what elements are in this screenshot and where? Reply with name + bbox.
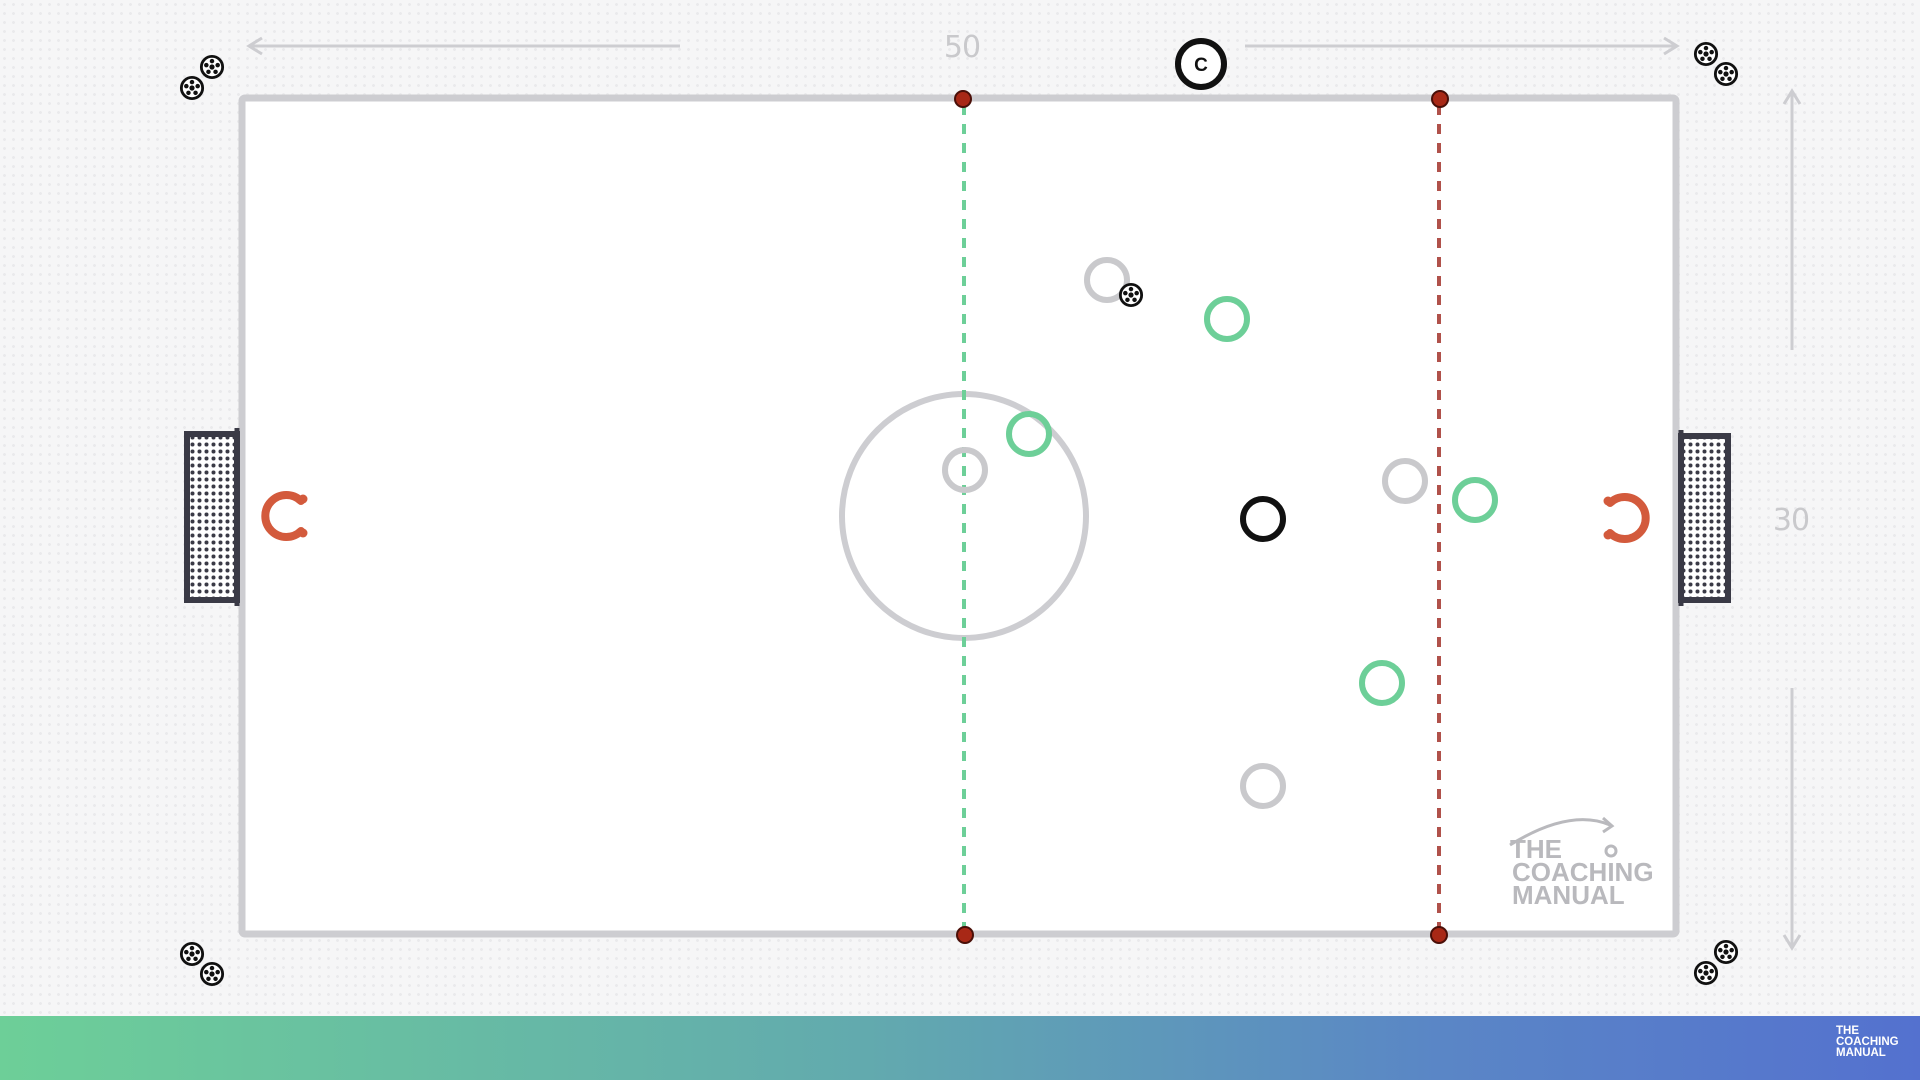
ball-icon <box>199 961 225 987</box>
goalkeeper-right <box>1603 493 1650 543</box>
coaching-manual-watermark: THE COACHING MANUAL <box>1509 816 1654 910</box>
ball-icon <box>179 75 205 101</box>
green-player <box>1006 411 1052 457</box>
right-goal-net-icon <box>1678 430 1731 606</box>
green-player <box>1204 296 1250 342</box>
cone-icon <box>954 90 972 108</box>
watermark-line2: COACHING <box>1512 857 1654 887</box>
grey-player <box>1382 458 1428 504</box>
grey-player <box>1084 257 1130 303</box>
ball-icon <box>1713 939 1739 965</box>
bar-logo-line2: COACHING <box>1836 1036 1899 1048</box>
width-dimension: 50 <box>246 30 1680 65</box>
corner-balls-bottom-left <box>179 941 225 987</box>
cones <box>954 90 1449 944</box>
grey-player <box>942 447 988 493</box>
neutral-player <box>1240 496 1286 542</box>
grey-team <box>942 257 1428 809</box>
green-player <box>1452 477 1498 523</box>
watermark-line1: THE <box>1510 834 1562 864</box>
ball-icon <box>1693 960 1719 986</box>
ball-icon <box>1118 282 1144 308</box>
corner-balls-top-right <box>1693 41 1739 87</box>
green-player <box>1359 660 1405 706</box>
cone-icon <box>956 926 974 944</box>
corner-balls-top-left <box>179 54 225 101</box>
goalkeeper-left <box>261 491 308 541</box>
cone-icon <box>1430 926 1448 944</box>
grey-player <box>1240 763 1286 809</box>
training-drill-diagram: 50 30 C <box>179 30 1810 987</box>
coaching-manual-logo: THE COACHING MANUAL <box>1836 1025 1910 1074</box>
watermark-line3: MANUAL <box>1512 880 1625 910</box>
bar-logo-line1: THE <box>1836 1025 1859 1037</box>
width-label: 50 <box>944 30 980 65</box>
ball-icon <box>1693 41 1719 67</box>
ball-icon <box>1713 61 1739 87</box>
bottom-brand-bar: THE COACHING MANUAL <box>0 1016 1920 1080</box>
corner-balls-bottom-right <box>1693 939 1739 986</box>
ball-icon <box>179 941 205 967</box>
bar-logo-line3: MANUAL <box>1836 1047 1886 1059</box>
ball-icon <box>199 54 225 80</box>
height-dimension: 30 <box>1773 88 1810 951</box>
coach-label: C <box>1194 55 1208 76</box>
green-team <box>1006 296 1498 706</box>
cone-icon <box>1431 90 1449 108</box>
height-label: 30 <box>1773 503 1809 538</box>
left-goal-net-icon <box>184 428 240 606</box>
coach-icon: C <box>1175 38 1227 90</box>
